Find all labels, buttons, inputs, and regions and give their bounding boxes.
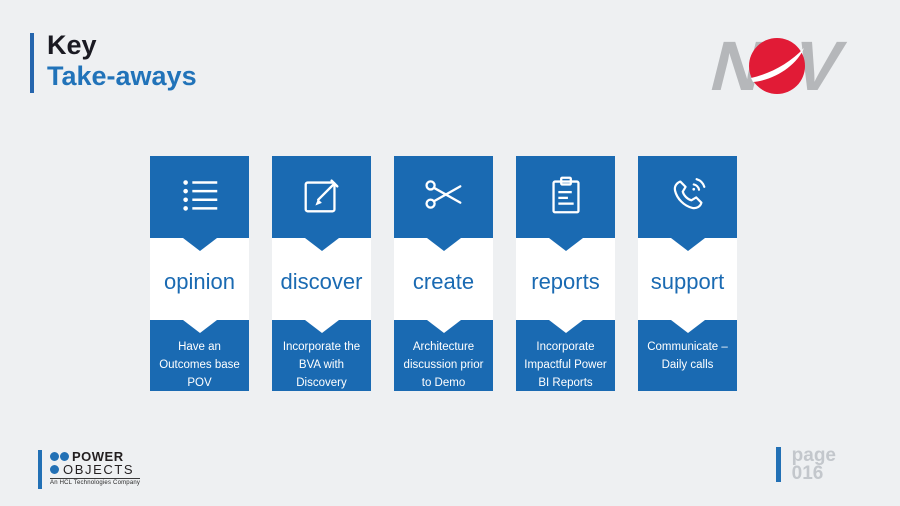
- card-description: Communicate – Daily calls: [647, 341, 728, 371]
- card-word-panel: support: [638, 238, 737, 320]
- card-icon-panel: [516, 156, 615, 238]
- chevron-down-icon: [548, 320, 583, 333]
- card-word-panel: reports: [516, 238, 615, 320]
- takeaway-cards: opinion Have an Outcomes base POV: [150, 156, 737, 391]
- bulleted-list-icon: [177, 172, 223, 223]
- slide-title-block: Key Take-aways: [30, 30, 197, 93]
- card-word-panel: discover: [272, 238, 371, 320]
- nov-logo: N V: [703, 27, 848, 105]
- card-description: Have an Outcomes base POV: [159, 341, 240, 389]
- powerobjects-logo: POWER OBJECTS An HCL Technologies Compan…: [38, 449, 141, 489]
- logo-dot-icon: [50, 465, 59, 474]
- page-label: page: [791, 445, 836, 466]
- phone-call-icon: [665, 172, 711, 223]
- logo-tagline: An HCL Technologies Company: [50, 478, 141, 486]
- card-icon-panel: [272, 156, 371, 238]
- card-description: Architecture discussion prior to Demo: [403, 341, 484, 389]
- card-description-panel: Incorporate Impactful Power BI Reports: [516, 320, 615, 391]
- scissors-icon: [421, 172, 467, 223]
- card-description: Incorporate Impactful Power BI Reports: [524, 341, 607, 389]
- chevron-down-icon: [182, 238, 217, 251]
- card-description-panel: Incorporate the BVA with Discovery: [272, 320, 371, 391]
- chevron-down-icon: [426, 320, 461, 333]
- card-discover: discover Incorporate the BVA with Discov…: [272, 156, 371, 391]
- page-number-block: page 016: [775, 445, 836, 484]
- logo-dot-icon: [50, 452, 59, 461]
- card-word: opinion: [164, 269, 235, 294]
- card-description: Incorporate the BVA with Discovery: [282, 341, 361, 389]
- card-word: create: [412, 269, 475, 294]
- logo-dot-icon: [60, 452, 69, 461]
- nov-globe-icon: [747, 36, 807, 96]
- card-icon-panel: [394, 156, 493, 238]
- chevron-down-icon: [670, 320, 705, 333]
- card-word-panel: create: [394, 238, 493, 320]
- card-icon-panel: [638, 156, 737, 238]
- card-reports: reports Incorporate Impactful Power BI R…: [516, 156, 615, 391]
- chevron-down-icon: [182, 320, 217, 333]
- card-create: create Architecture discussion prior to …: [394, 156, 493, 391]
- card-support: support Communicate – Daily calls: [638, 156, 737, 391]
- chevron-down-icon: [548, 238, 583, 251]
- logo-accent-bar: [38, 450, 42, 489]
- card-description-panel: Have an Outcomes base POV: [150, 320, 249, 391]
- page-accent-bar: [775, 447, 781, 482]
- card-word-panel: opinion: [150, 238, 249, 320]
- logo-word-power: POWER: [72, 449, 124, 464]
- card-word: reports: [531, 269, 600, 294]
- card-description-panel: Architecture discussion prior to Demo: [394, 320, 493, 391]
- edit-pencil-icon: [299, 172, 345, 223]
- chevron-down-icon: [304, 320, 339, 333]
- title-line-1: Key: [47, 30, 97, 60]
- title-accent-bar: [30, 33, 34, 93]
- card-description-panel: Communicate – Daily calls: [638, 320, 737, 391]
- chevron-down-icon: [304, 238, 339, 251]
- card-word: support: [650, 269, 725, 294]
- card-opinion: opinion Have an Outcomes base POV: [150, 156, 249, 391]
- chevron-down-icon: [670, 238, 705, 251]
- clipboard-icon: [543, 172, 589, 223]
- page-number: 016: [791, 463, 824, 484]
- title-line-2: Take-aways: [47, 61, 197, 91]
- logo-word-objects: OBJECTS: [63, 462, 135, 477]
- card-icon-panel: [150, 156, 249, 238]
- chevron-down-icon: [426, 238, 461, 251]
- card-word: discover: [280, 269, 363, 294]
